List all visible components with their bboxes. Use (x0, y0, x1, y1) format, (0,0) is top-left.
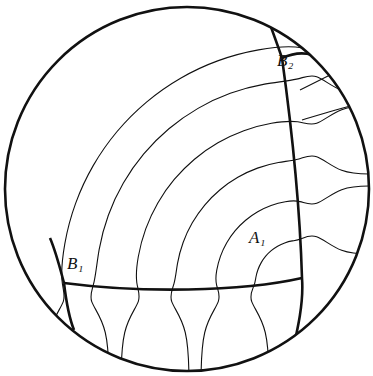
surface-curve (46, 31, 373, 376)
curve-family (46, 31, 373, 376)
sphere-outline (5, 7, 369, 371)
seam (50, 238, 64, 283)
surface-curve (171, 156, 373, 376)
surface-curve (121, 106, 373, 376)
point-label: B₁ (66, 255, 84, 272)
surface-curve (302, 100, 372, 120)
seam-lines (50, 4, 330, 372)
point-label: B₂ (276, 52, 294, 69)
seam (282, 58, 302, 372)
point-label: A₁ (248, 229, 266, 246)
seam (64, 278, 302, 290)
surface-curve (91, 76, 373, 376)
